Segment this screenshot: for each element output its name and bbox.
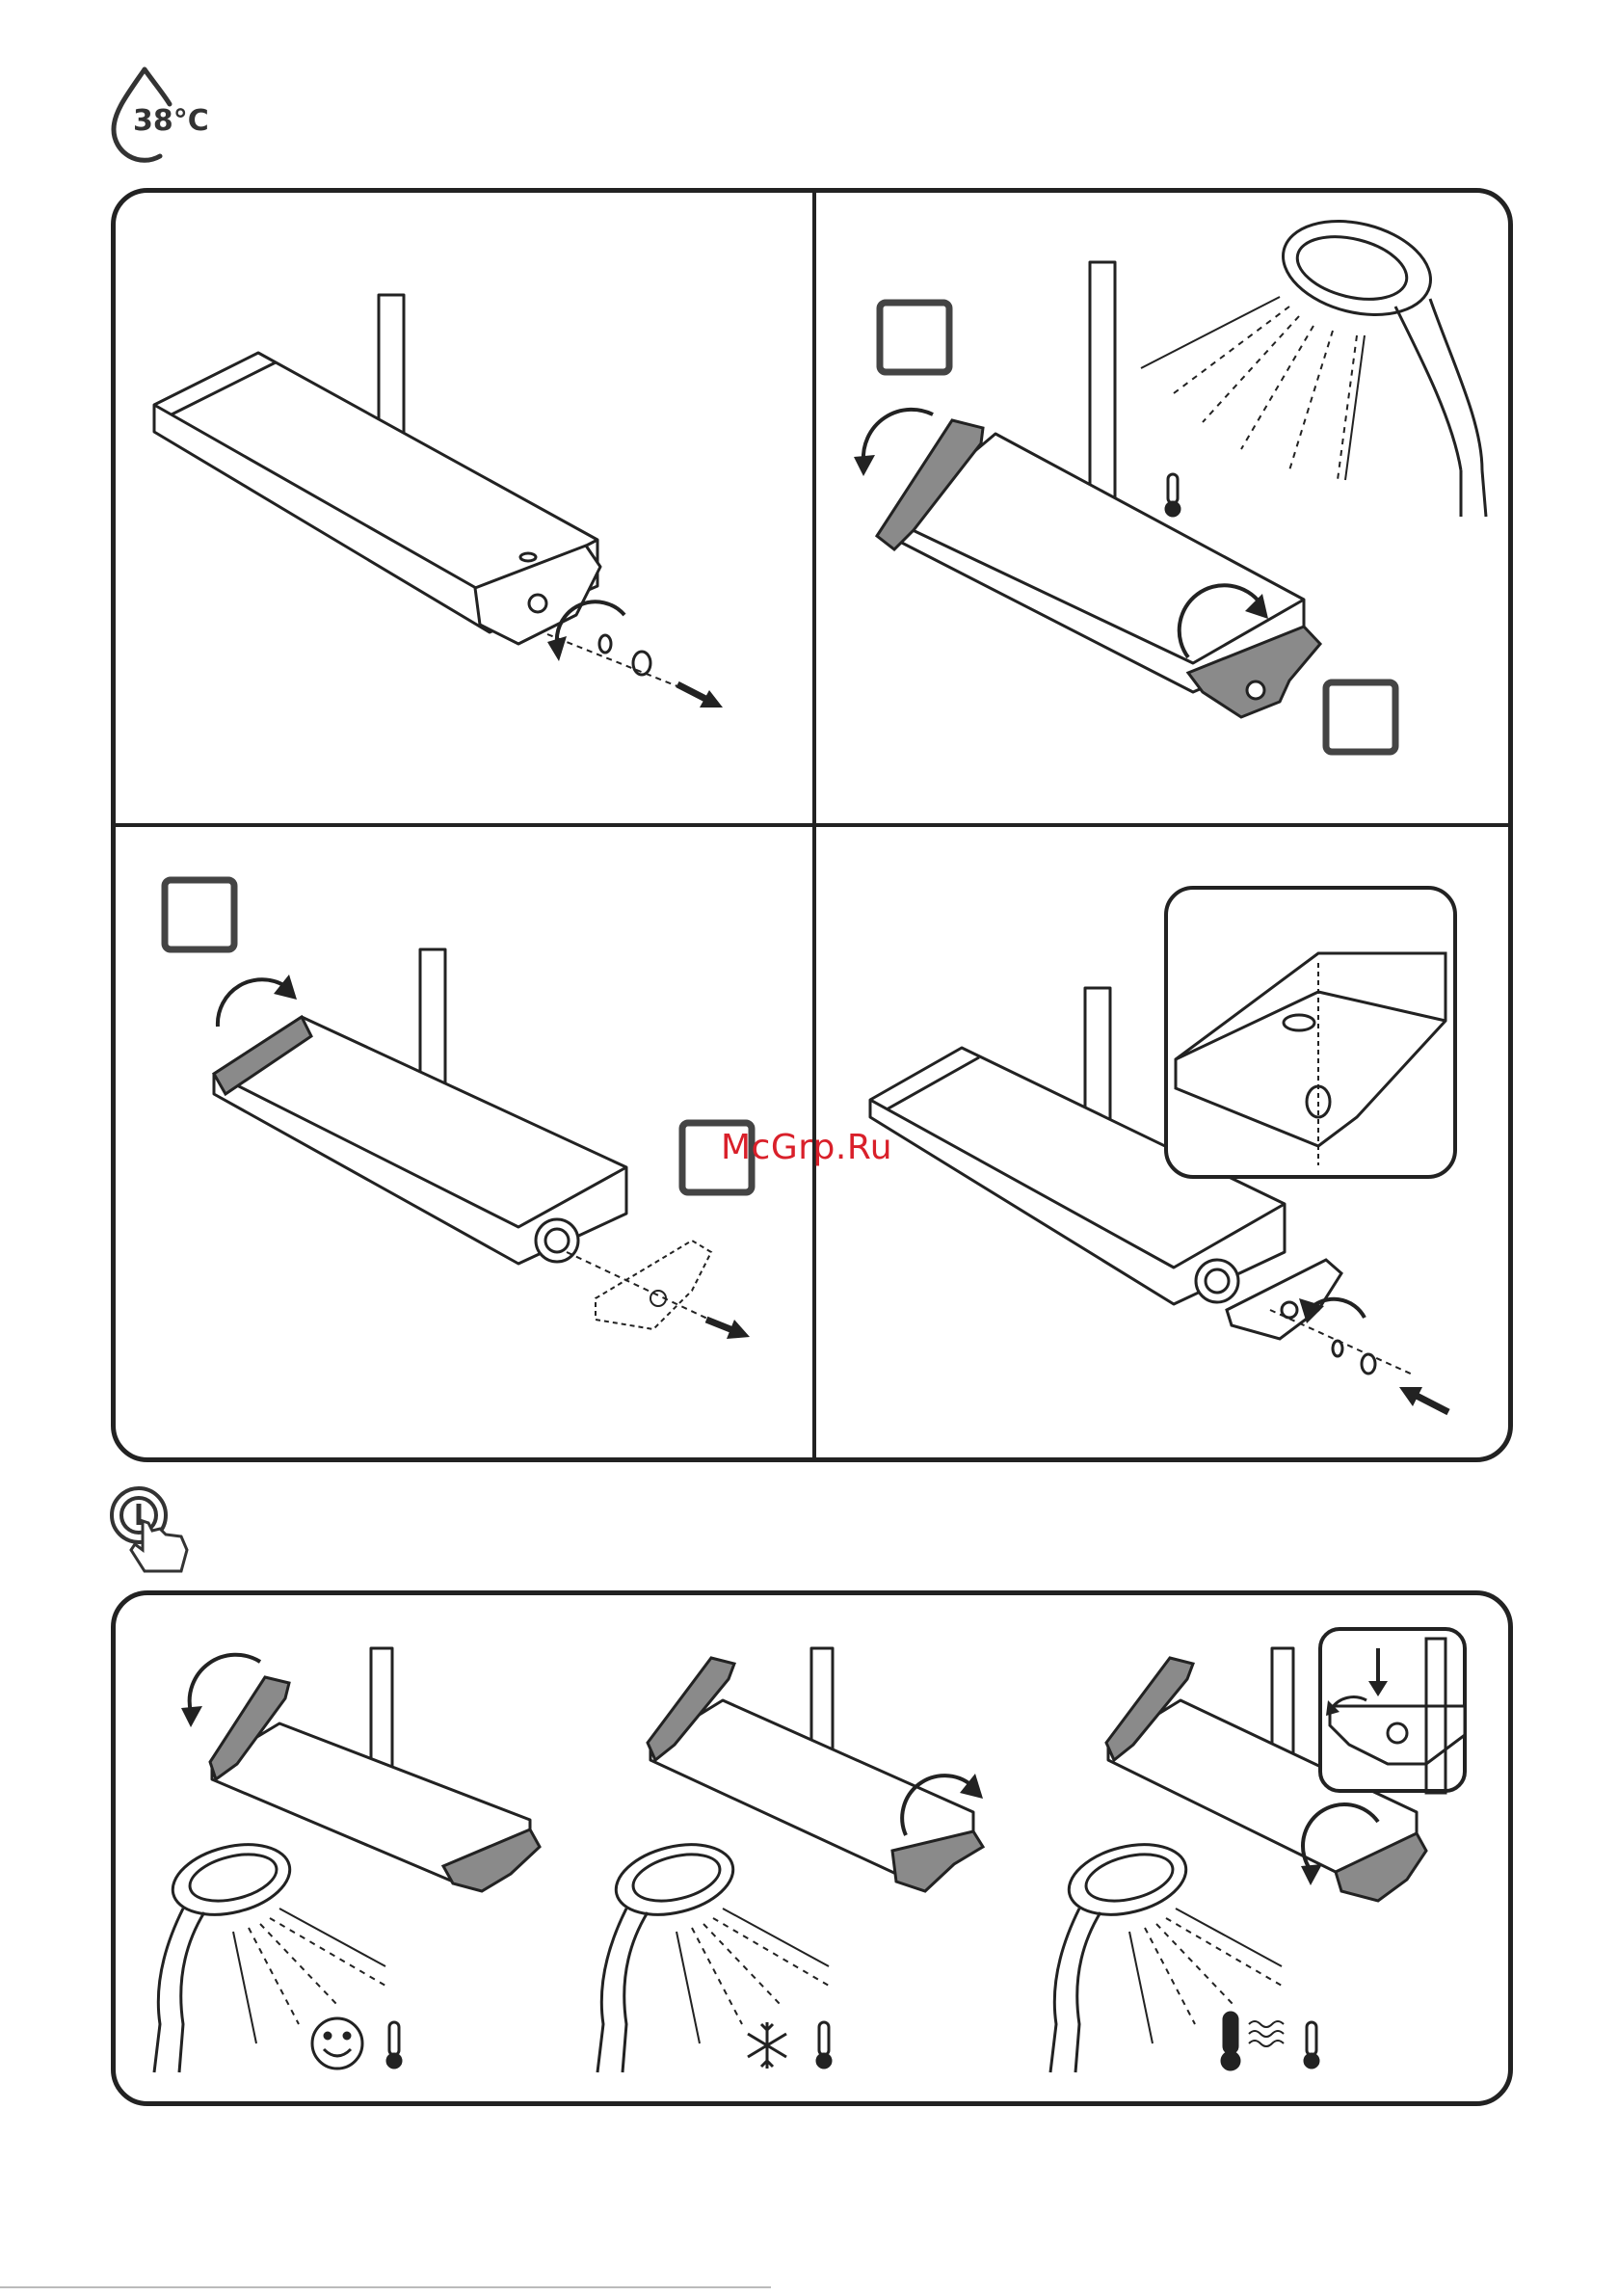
rotate-arrow-icon [218,979,285,1027]
detail-view-icon [1166,888,1455,1177]
snowflake-icon [748,2022,786,2069]
touch-button-icon [106,1482,193,1575]
shower-head-icon [1050,1833,1193,2072]
step-refit-handle-illustration [817,828,1511,1459]
thermometer-icon [387,2022,401,2068]
scene-hot-illustration [1041,1619,1494,2082]
footer-rule [0,2284,1618,2292]
screw-icon [599,635,650,675]
shower-head-icon [1273,206,1486,517]
step-pull-off-handle-illustration [114,828,814,1459]
checkbox-icon [1326,682,1395,752]
shower-head-icon [154,1833,297,2072]
smiley-icon [312,2018,362,2069]
scene-cold-illustration [588,1619,993,2082]
step-set-temperature-illustration [817,191,1511,825]
thermometer-icon [817,2022,831,2068]
arrow-out-icon [706,1320,750,1339]
thermometer-icon [1305,2022,1318,2068]
checkbox-icon [165,880,234,949]
checkbox-icon [880,303,949,372]
heat-waves-icon [1249,2021,1284,2046]
step-remove-cap-illustration [114,191,814,825]
arrow-out-icon [677,684,723,707]
shower-head-icon [597,1833,740,2072]
safety-button-detail-icon [1320,1629,1465,1793]
rotate-arrow-icon [863,410,933,461]
arrow-in-icon [1399,1387,1448,1412]
thermometer-icon [1166,474,1180,516]
scene-normal-illustration [145,1619,549,2082]
watermark: McGrp.Ru [721,1128,892,1167]
thermometer-hot-icon [1222,2013,1239,2069]
